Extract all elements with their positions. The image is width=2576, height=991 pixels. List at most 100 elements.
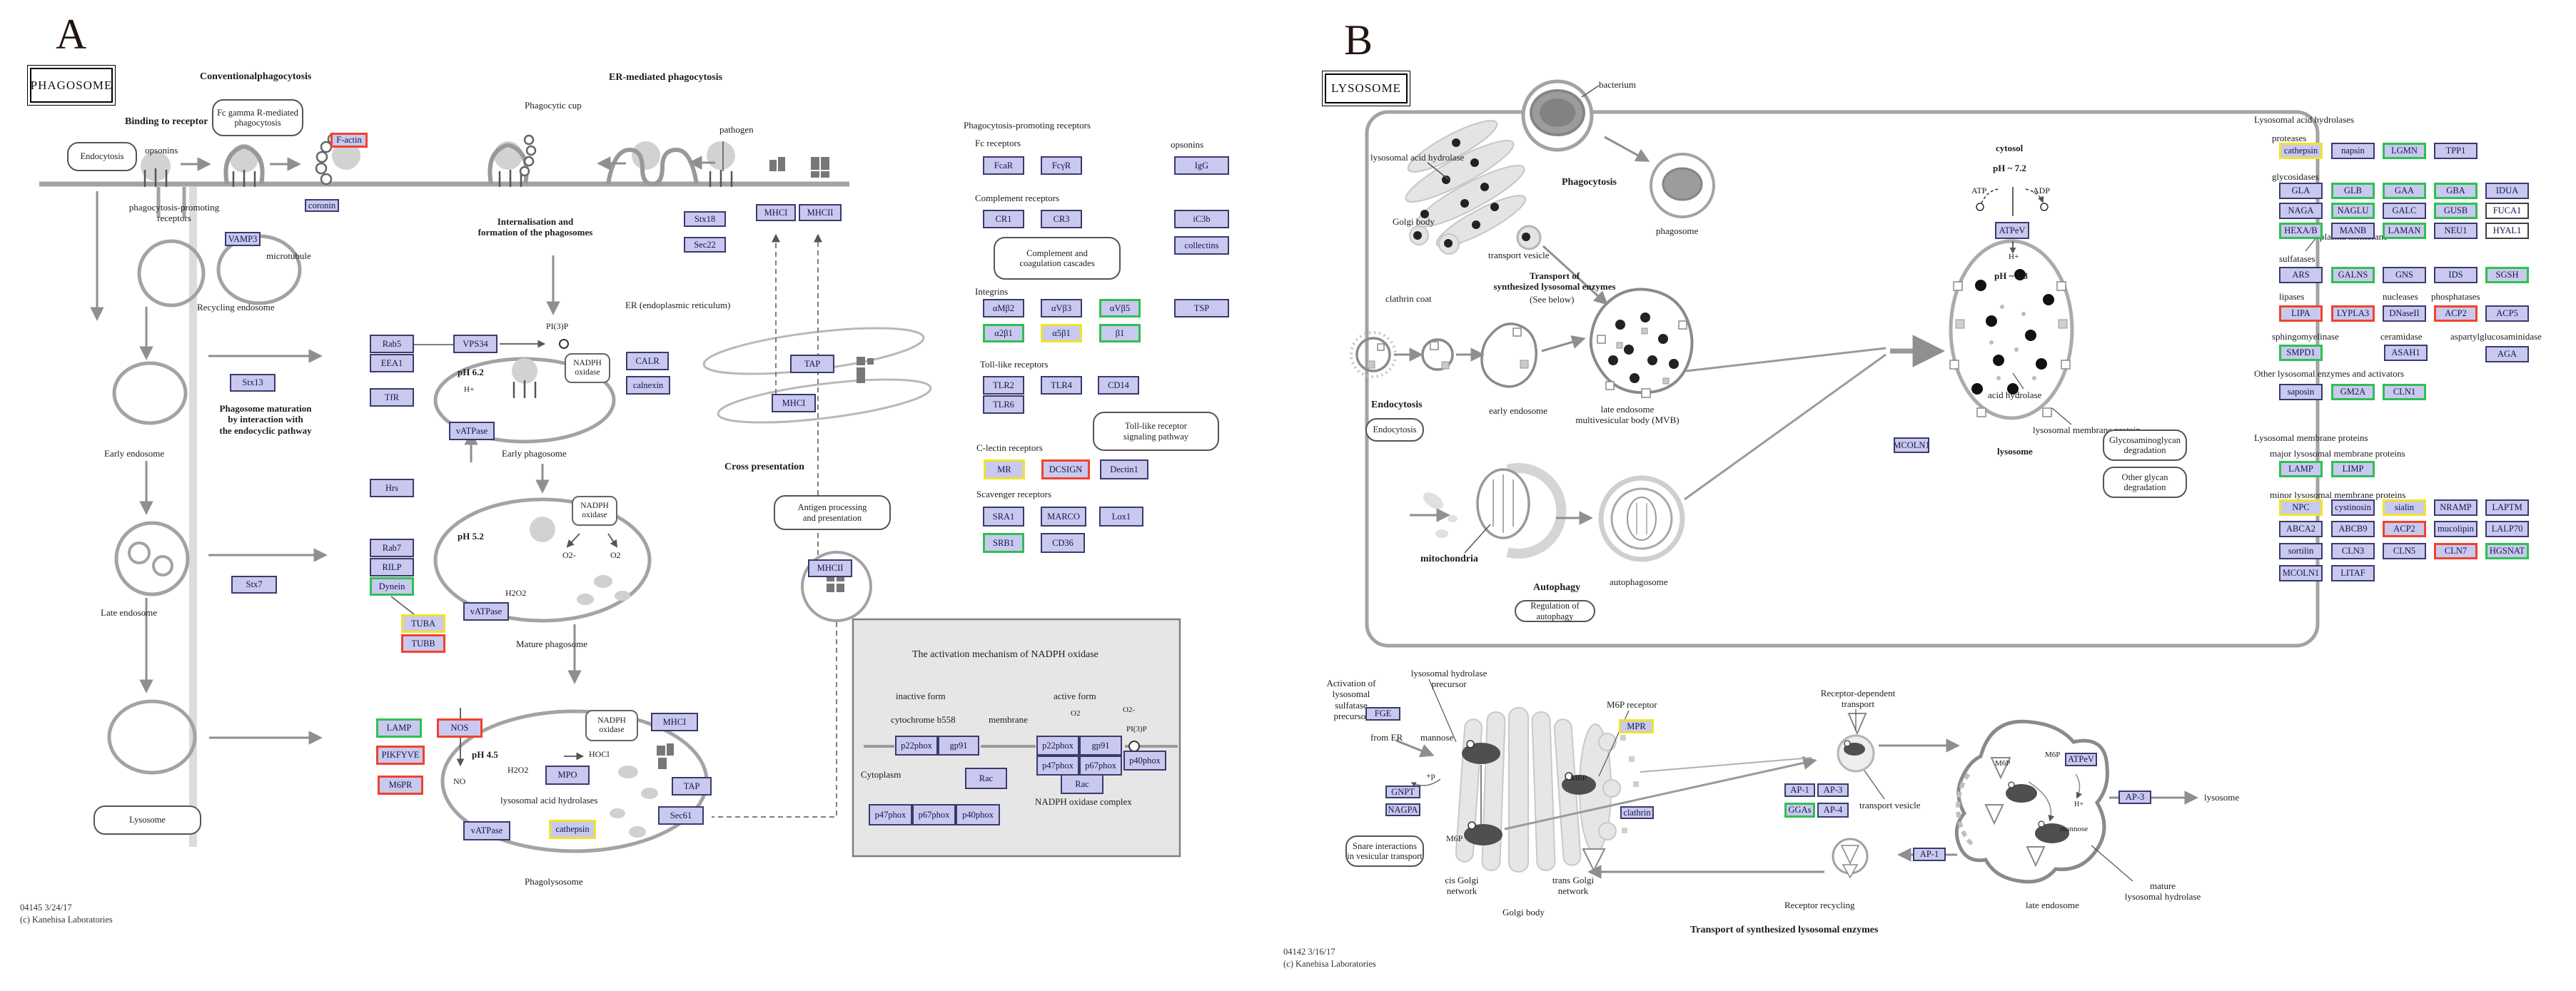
pathway-ref-snare-interactions-in-vesicular-transport[interactable]: Snare interactions in vesicular transpor… — [1345, 835, 1424, 867]
gene-box-sec22[interactable]: Sec22 — [684, 237, 726, 253]
gene-box-sgsh[interactable]: SGSH — [2485, 267, 2529, 283]
gene-box-tubb[interactable]: TUBB — [401, 634, 445, 653]
gene-box-vamp3[interactable]: VAMP3 — [225, 232, 261, 246]
gene-box-hgsnat[interactable]: HGSNAT — [2485, 543, 2529, 559]
gene-box-cln5[interactable]: CLN5 — [2383, 543, 2426, 559]
gene-box-igg[interactable]: IgG — [1174, 156, 1229, 175]
gene-box-tlr6[interactable]: TLR6 — [983, 395, 1024, 414]
gene-box-ap-1[interactable]: AP-1 — [1784, 783, 1815, 797]
gene-box-lox1[interactable]: Lox1 — [1099, 507, 1143, 527]
gene-box-p47phox[interactable]: p47phox — [869, 804, 912, 825]
gene-box-collectins[interactable]: collectins — [1174, 236, 1229, 255]
pathway-ref-lysosome[interactable]: Lysosome — [94, 805, 201, 835]
gene-box-cr3[interactable]: CR3 — [1041, 210, 1082, 228]
gene-box-gla[interactable]: GLA — [2279, 183, 2323, 199]
gene-box-aga[interactable]: AGA — [2485, 346, 2529, 362]
gene-box-marco[interactable]: MARCO — [1041, 507, 1086, 527]
gene-box-f-actin[interactable]: F-actin — [330, 133, 368, 148]
gene-box-abcb9[interactable]: ABCB9 — [2331, 521, 2375, 537]
gene-box-srb1[interactable]: SRB1 — [983, 533, 1024, 553]
gene-box-v-3[interactable]: αVβ3 — [1041, 299, 1082, 317]
gene-box-neu1[interactable]: NEU1 — [2434, 223, 2477, 239]
gene-box-ap-4[interactable]: AP-4 — [1817, 803, 1849, 818]
gene-box-coronin[interactable]: coronin — [305, 199, 339, 212]
gene-box-laptm[interactable]: LAPTM — [2485, 499, 2529, 516]
gene-box-fge[interactable]: FGE — [1365, 707, 1400, 721]
gene-box-ars[interactable]: ARS — [2279, 267, 2323, 283]
pathway-ref-regulation-of-autophagy[interactable]: Regulation of autophagy — [1515, 600, 1595, 622]
gene-box-stx13[interactable]: Stx13 — [230, 374, 276, 392]
gene-box-idua[interactable]: IDUA — [2485, 183, 2529, 199]
gene-box-m6pr[interactable]: M6PR — [378, 776, 423, 795]
gene-box-manb[interactable]: MANB — [2331, 223, 2375, 239]
gene-box-acp2[interactable]: ACP2 — [2434, 305, 2477, 322]
gene-box-cathepsin[interactable]: cathepsin — [2279, 143, 2323, 159]
gene-box-lamp[interactable]: LAMP — [2279, 461, 2323, 477]
gene-box-mr[interactable]: MR — [984, 459, 1025, 479]
gene-box-tlr2[interactable]: TLR2 — [983, 376, 1024, 395]
gene-box-ap-1[interactable]: AP-1 — [1913, 848, 1946, 861]
gene-box-ap-3[interactable]: AP-3 — [1817, 783, 1849, 797]
gene-box-asah1[interactable]: ASAH1 — [2384, 345, 2428, 361]
gene-box-1[interactable]: β1 — [1099, 324, 1141, 342]
gene-box-lipa[interactable]: LIPA — [2279, 305, 2323, 322]
gene-box-gp91[interactable]: gp91 — [938, 736, 979, 756]
gene-box-galns[interactable]: GALNS — [2331, 267, 2375, 283]
gene-box-mcoln1[interactable]: MCOLN1 — [1894, 437, 1929, 453]
gene-box-mhcii[interactable]: MHCII — [808, 559, 852, 577]
gene-box-acp5[interactable]: ACP5 — [2485, 305, 2529, 322]
pathway-ref-toll-like-receptor-signaling-pathway[interactable]: Toll-like receptor signaling pathway — [1093, 412, 1219, 451]
gene-box-mhcii[interactable]: MHCII — [799, 204, 842, 221]
gene-box-hexa-b[interactable]: HEXA/B — [2279, 223, 2323, 239]
gene-box-ic3b[interactable]: iC3b — [1174, 210, 1229, 228]
gene-box-acp2[interactable]: ACP2 — [2383, 521, 2426, 537]
gene-box-cln1[interactable]: CLN1 — [2383, 384, 2426, 400]
pathway-ref-other-glycan-degradation[interactable]: Other glycan degradation — [2103, 467, 2187, 498]
gene-box-cathepsin[interactable]: cathepsin — [549, 820, 596, 839]
gene-box-rac[interactable]: Rac — [965, 768, 1007, 789]
gene-box-vatpase[interactable]: vATPase — [449, 422, 495, 440]
gene-box-nagpa[interactable]: NAGPA — [1385, 803, 1420, 816]
gene-box-smpd1[interactable]: SMPD1 — [2279, 345, 2323, 361]
gene-box-saposin[interactable]: saposin — [2279, 384, 2323, 400]
gene-box-ggas[interactable]: GGAs — [1784, 803, 1815, 818]
pathway-ref-antigen-processing-and-presentation[interactable]: Antigen processing and presentation — [774, 495, 891, 530]
pathway-ref-nadph-oxidase[interactable]: NADPH oxidase — [572, 496, 617, 526]
gene-box-naga[interactable]: NAGA — [2279, 203, 2323, 219]
pathway-ref-endocytosis[interactable]: Endocytosis — [67, 142, 137, 171]
gene-box-fcar[interactable]: FcaR — [983, 156, 1024, 175]
gene-box-fuca1[interactable]: FUCA1 — [2485, 203, 2529, 219]
gene-box-tuba[interactable]: TUBA — [401, 614, 445, 633]
gene-box-sra1[interactable]: SRA1 — [983, 507, 1024, 527]
gene-box-gusb[interactable]: GUSB — [2434, 203, 2477, 219]
gene-box-tap[interactable]: TAP — [672, 777, 712, 796]
gene-box-tsp[interactable]: TSP — [1174, 299, 1229, 317]
gene-box-fc-r[interactable]: FcγR — [1041, 156, 1082, 175]
gene-box-laman[interactable]: LAMAN — [2383, 223, 2426, 239]
pathway-ref-nadph-oxidase[interactable]: NADPH oxidase — [585, 710, 638, 741]
gene-box-rab5[interactable]: Rab5 — [370, 335, 414, 353]
gene-box-p40phox[interactable]: p40phox — [956, 804, 1000, 825]
gene-box-2-1[interactable]: α2β1 — [983, 324, 1024, 342]
gene-box-stx7[interactable]: Stx7 — [231, 576, 277, 594]
gene-box-gp91[interactable]: gp91 — [1079, 736, 1122, 756]
gene-box-gns[interactable]: GNS — [2383, 267, 2426, 283]
gene-box-tlr4[interactable]: TLR4 — [1041, 376, 1082, 395]
gene-box-eea1[interactable]: EEA1 — [370, 354, 414, 372]
gene-box-pikfyve[interactable]: PIKFYVE — [376, 746, 425, 765]
gene-box-p67phox[interactable]: p67phox — [1079, 756, 1122, 776]
gene-box-sortilin[interactable]: sortilin — [2279, 543, 2323, 559]
gene-box-tfr[interactable]: TfR — [370, 388, 414, 407]
pathway-ref-complement-and-coagulation-cascades[interactable]: Complement and coagulation cascades — [994, 237, 1121, 280]
gene-box-cd36[interactable]: CD36 — [1041, 533, 1085, 553]
gene-box-p22phox[interactable]: p22phox — [1036, 736, 1079, 756]
gene-box-tpp1[interactable]: TPP1 — [2434, 143, 2477, 159]
gene-box-mpr[interactable]: MPR — [1619, 719, 1654, 733]
gene-box-clathrin[interactable]: clathrin — [1620, 806, 1654, 819]
gene-box-npc[interactable]: NPC — [2279, 499, 2323, 516]
gene-box-lgmn[interactable]: LGMN — [2383, 143, 2426, 159]
gene-box-cln3[interactable]: CLN3 — [2331, 543, 2375, 559]
gene-box-dectin1[interactable]: Dectin1 — [1100, 459, 1148, 479]
gene-box-ap-3[interactable]: AP-3 — [2118, 791, 2151, 804]
gene-box-lamp[interactable]: LAMP — [376, 718, 422, 738]
